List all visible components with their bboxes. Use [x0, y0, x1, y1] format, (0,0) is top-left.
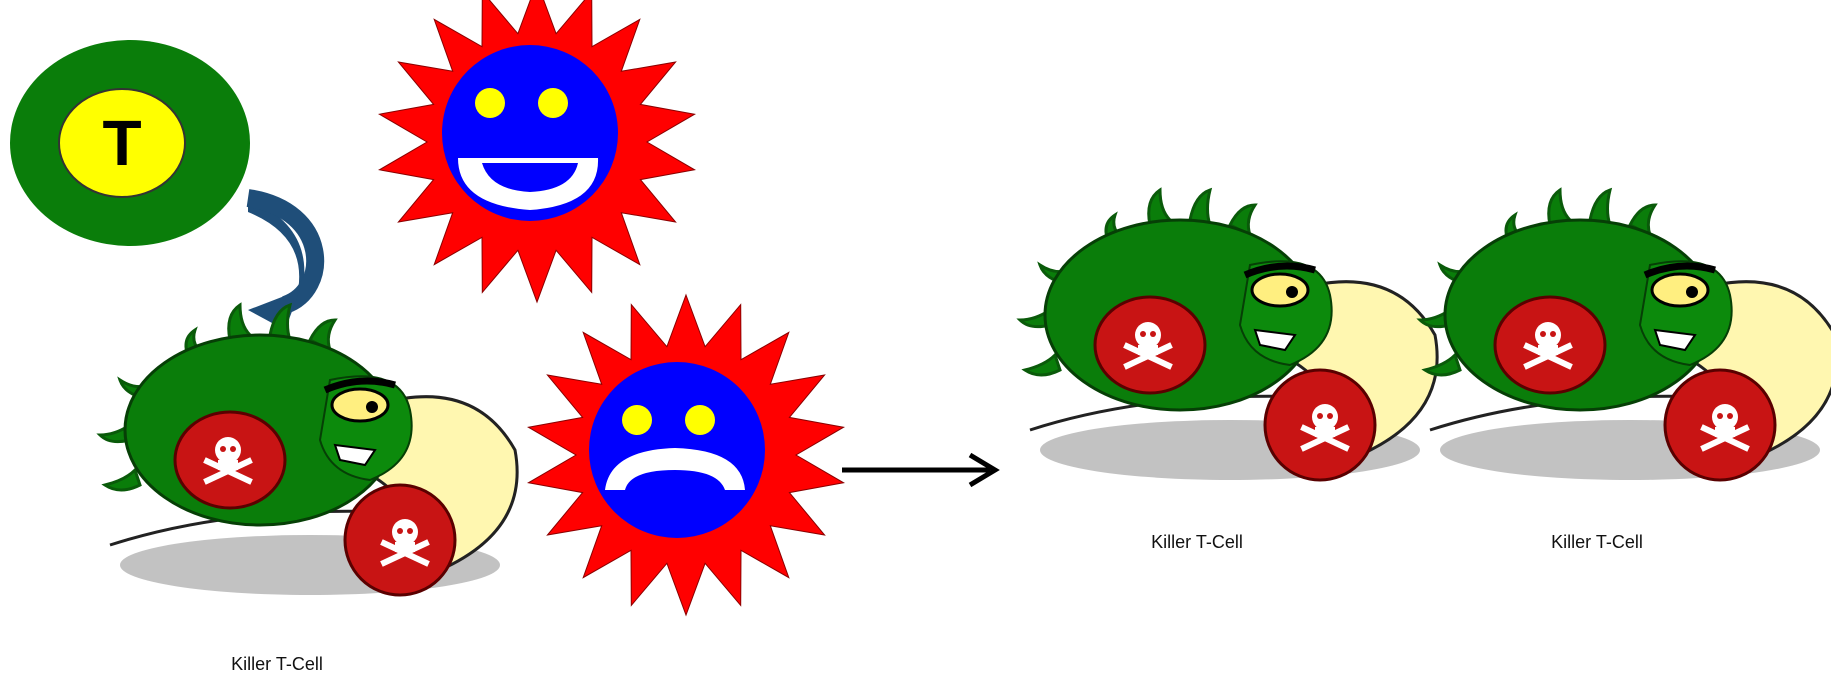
healthy-cell: [379, 0, 694, 302]
arrow-right-icon: [842, 455, 995, 485]
killer-label-3: Killer T-Cell: [1551, 532, 1643, 553]
killer-t-cell-2: [1020, 190, 1437, 480]
killer-label-2: Killer T-Cell: [1151, 532, 1243, 553]
helper-t-cell: T: [10, 40, 250, 246]
killer-label-1: Killer T-Cell: [231, 654, 323, 675]
infected-cell: [528, 295, 843, 615]
killer-t-cell-3: [1420, 190, 1831, 480]
killer-t-cell-1: [100, 305, 517, 595]
t-cell-letter: T: [102, 107, 141, 179]
